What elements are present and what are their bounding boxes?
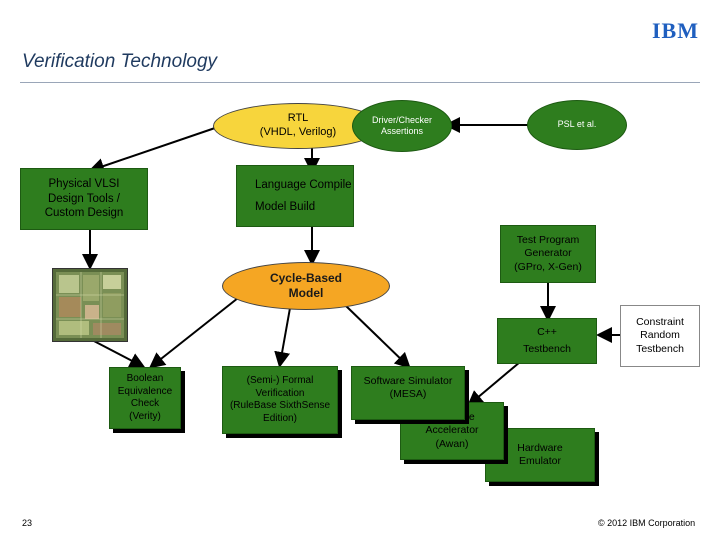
constraint-random-testbench-node: Constraint Random Testbench [620,305,700,367]
cpp-line2: Testbench [523,343,571,355]
rtl-line1: RTL [287,112,309,125]
language-compile-line1: Language Compile [255,178,352,191]
boolean-line2: Equivalence [117,385,173,397]
ibm-logo: IBM [652,18,699,43]
constraint-line3: Testbench [636,342,684,355]
boolean-line4: (Verity) [129,410,161,422]
driver-checker-line1: Driver/Checker [371,114,432,125]
accelerator-line2: Accelerator [425,424,479,437]
psl-node: PSL et al. [527,100,627,150]
constraint-line1: Constraint [636,316,684,329]
cpp-line1: C++ [537,325,557,338]
cycle-based-line2: Model [288,286,324,300]
driver-checker-node: Driver/Checker Assertions [352,100,452,152]
language-compile-node: Language Compile Model Build [236,165,354,227]
test-program-line2: Generator [524,247,572,260]
chip-layout-icon [56,272,124,338]
software-sim-line2: (MESA) [389,388,427,401]
cpp-testbench-node: C++ Testbench [497,318,597,364]
chip-die-image [52,268,128,342]
emulator-line1: Hardware [517,441,563,454]
test-program-line1: Test Program [516,234,580,247]
accelerator-line3: (Awan) [435,437,469,450]
formal-line4: Edition) [263,412,297,424]
software-simulator-node: Software Simulator (MESA) [351,366,465,420]
software-sim-line1: Software Simulator [363,375,453,387]
boolean-line1: Boolean [126,373,164,384]
test-program-line3: (GPro, X-Gen) [514,260,582,273]
formal-line2: Verification [255,387,305,399]
formal-line3: (RuleBase SixthSense [229,400,331,411]
formal-line1: (Semi-) Formal [246,375,314,386]
test-program-generator-node: Test Program Generator (GPro, X-Gen) [500,225,596,283]
page-number: 23 [22,518,33,528]
boolean-equivalence-node: Boolean Equivalence Check (Verity) [109,367,181,429]
driver-checker-line2: Assertions [380,126,424,136]
title-divider [20,82,700,83]
language-compile-line2: Model Build [255,201,316,213]
emulator-line2: Emulator [518,455,561,467]
physical-line2: Design Tools / [47,192,121,205]
physical-line1: Physical VLSI [48,178,120,191]
physical-line3: Custom Design [44,207,124,220]
boolean-line3: Check [130,398,160,409]
constraint-line2: Random [640,329,680,342]
copyright: © 2012 IBM Corporation [598,518,696,528]
page-title: Verification Technology [22,51,218,72]
rtl-line2: (VHDL, Verilog) [259,126,337,138]
cycle-based-line1: Cycle-Based [269,271,343,285]
cycle-based-model-node: Cycle-Based Model [222,262,390,310]
formal-verification-node: (Semi-) Formal Verification (RuleBase Si… [222,366,338,434]
physical-vlsi-node: Physical VLSI Design Tools / Custom Desi… [20,168,148,230]
